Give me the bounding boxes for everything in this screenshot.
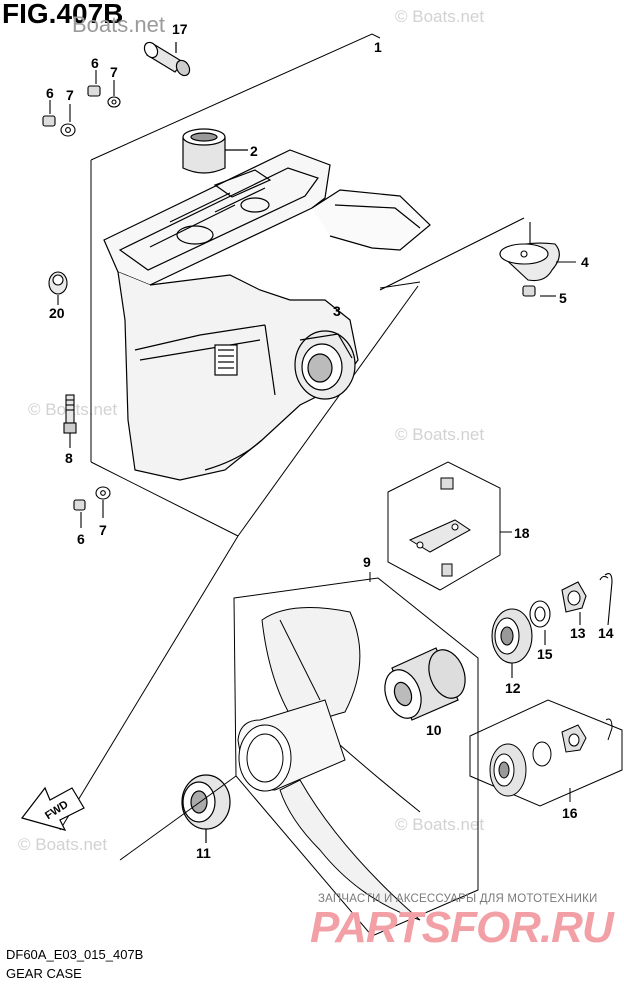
callout-7: 7 bbox=[110, 64, 118, 80]
callout-8: 8 bbox=[65, 450, 73, 466]
callout-2: 2 bbox=[250, 143, 258, 159]
brand-logo: PARTSFOR.RU bbox=[310, 903, 614, 952]
callout-14: 14 bbox=[598, 625, 614, 641]
spacer-part bbox=[384, 647, 466, 721]
callout-7: 7 bbox=[66, 87, 74, 103]
callout-7: 7 bbox=[99, 522, 107, 538]
watermark-text: © Boats.net bbox=[18, 835, 107, 854]
figure-title: FIG.407B bbox=[2, 0, 124, 29]
watermark-text: © Boats.net bbox=[395, 815, 484, 834]
callout-3: 3 bbox=[333, 303, 341, 319]
watermark-text: © Boats.net bbox=[395, 425, 484, 444]
callout-6: 6 bbox=[77, 531, 85, 547]
brand-tagline: ЗАПЧАСТИ И АКСЕССУАРЫ ДЛЯ МОТОТЕХНИКИ bbox=[318, 893, 598, 905]
bolt-washer-group-top bbox=[42, 70, 121, 137]
callout-10: 10 bbox=[426, 722, 442, 738]
callout-13: 13 bbox=[570, 625, 586, 641]
watermark-top: Boats.net bbox=[72, 12, 165, 37]
nut-plate-kit bbox=[387, 461, 512, 591]
propeller-nut-kit bbox=[469, 699, 623, 807]
thrust-washer-nut-group bbox=[491, 573, 613, 678]
callout-11: 11 bbox=[196, 845, 211, 861]
fwd-arrow-icon: FWD bbox=[20, 786, 85, 831]
watermark-layer: © Boats.net © Boats.net © Boats.net © Bo… bbox=[18, 7, 484, 854]
callout-6: 6 bbox=[91, 55, 99, 71]
callout-20: 20 bbox=[49, 305, 65, 321]
bushing-part bbox=[182, 128, 248, 174]
oil-seal-part bbox=[181, 774, 231, 843]
watermark-text: © Boats.net bbox=[395, 7, 484, 26]
callout-5: 5 bbox=[559, 290, 567, 306]
plug-part bbox=[143, 41, 191, 77]
callout-17: 17 bbox=[172, 21, 188, 37]
propeller-assembly bbox=[233, 572, 479, 937]
callout-16: 16 bbox=[562, 805, 578, 821]
assembly-leader-lines bbox=[59, 535, 239, 861]
callout-4: 4 bbox=[581, 254, 589, 270]
bolt-washer-group-lower bbox=[73, 486, 111, 528]
section-name: GEAR CASE bbox=[6, 966, 82, 981]
callout-15: 15 bbox=[537, 646, 553, 662]
anode-part bbox=[379, 217, 576, 297]
callout-12: 12 bbox=[505, 680, 521, 696]
callout-6: 6 bbox=[46, 85, 54, 101]
seal-bearing-part bbox=[294, 330, 356, 400]
callout-labels: 1 2 3 4 5 6 7 6 7 17 20 8 6 7 9 10 11 12… bbox=[46, 21, 614, 861]
model-code: DF60A_E03_015_407B bbox=[6, 947, 144, 962]
gear-case-assembly bbox=[90, 33, 421, 537]
nut-part bbox=[48, 271, 68, 305]
long-bolt-part bbox=[63, 394, 77, 448]
callout-18: 18 bbox=[514, 525, 530, 541]
callout-1: 1 bbox=[374, 39, 382, 55]
callout-9: 9 bbox=[363, 554, 371, 570]
gear-case-body bbox=[103, 149, 431, 481]
